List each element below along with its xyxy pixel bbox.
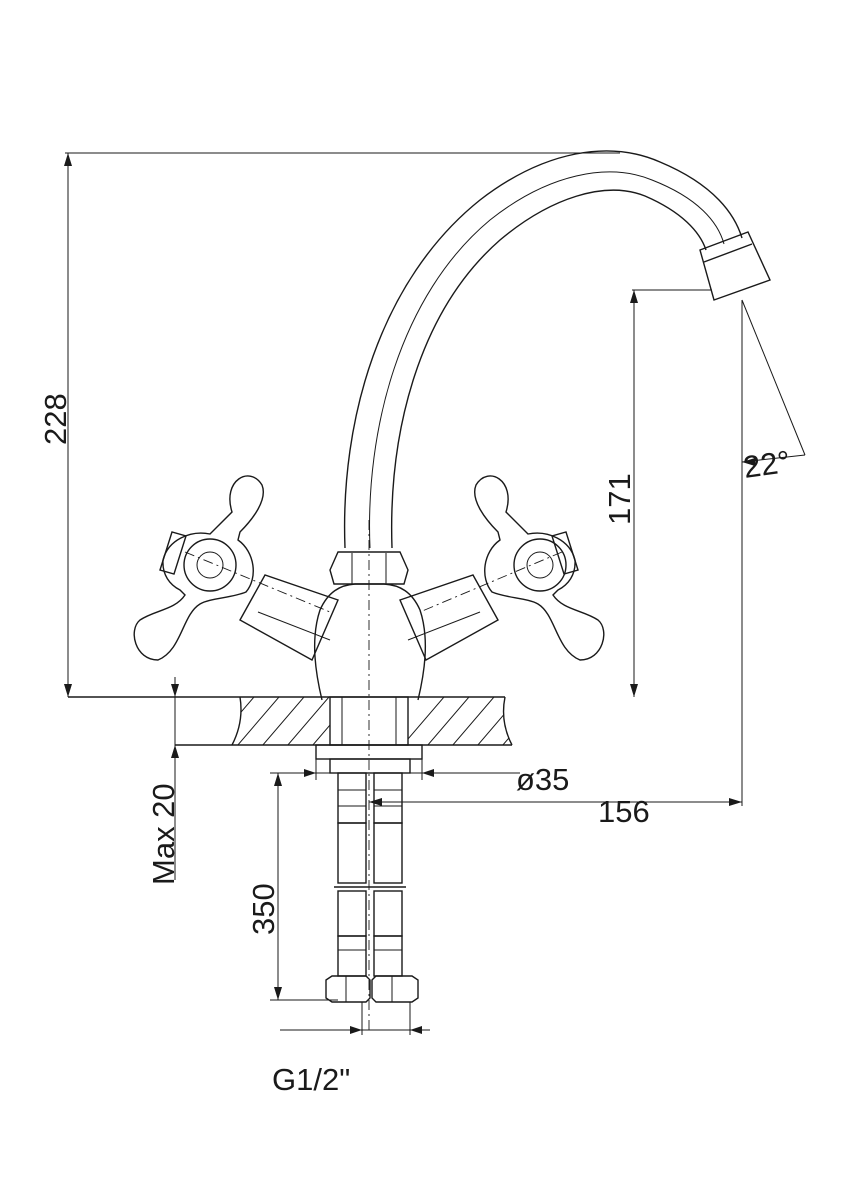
dimension-lines <box>64 152 806 1035</box>
faucet-body <box>133 150 771 1030</box>
dim-thread-label: G1/2" <box>272 1062 350 1097</box>
dim-max20-label: Max 20 <box>146 783 181 885</box>
dim-diameter-label: ø35 <box>516 762 569 797</box>
dim-350-label: 350 <box>246 883 281 935</box>
dim-angle-label: 22° <box>741 444 792 485</box>
supply-hoses <box>325 772 419 1003</box>
dim-156-label: 156 <box>598 794 650 829</box>
mounting-deck <box>68 696 513 774</box>
dim-171-label: 171 <box>602 473 637 525</box>
left-cross-handle <box>133 475 264 661</box>
right-cross-handle <box>474 475 605 661</box>
dim-228-label: 228 <box>38 393 73 445</box>
